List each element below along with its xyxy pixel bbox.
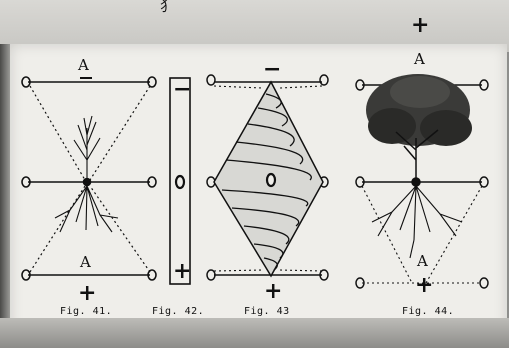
fig43-drawing — [207, 75, 328, 280]
fig41-bottom-letter: A — [80, 253, 91, 271]
fig42-drawing — [170, 78, 190, 284]
fig44-top-sign: + — [411, 14, 429, 36]
fig42-bottom-sign: + — [173, 260, 191, 282]
fig43-caption: Fig. 43 — [244, 306, 290, 317]
fig41-drawing — [22, 77, 156, 280]
fig44-caption: Fig. 44. — [402, 306, 454, 317]
fig43-top-sign: − — [263, 58, 281, 80]
fig44-bottom-sign: + — [415, 274, 433, 296]
fig42-top-sign: − — [173, 78, 191, 100]
fig41-top-letter: A — [78, 56, 89, 74]
fig44-bottom-letter: A — [417, 252, 428, 270]
fig43-bottom-sign: + — [264, 280, 282, 302]
fig41-caption: Fig. 41. — [60, 306, 112, 317]
fig42-caption: Fig. 42. — [152, 306, 204, 317]
fig41-bottom-sign: + — [78, 282, 96, 304]
fig44-top-letter: A — [414, 50, 425, 68]
